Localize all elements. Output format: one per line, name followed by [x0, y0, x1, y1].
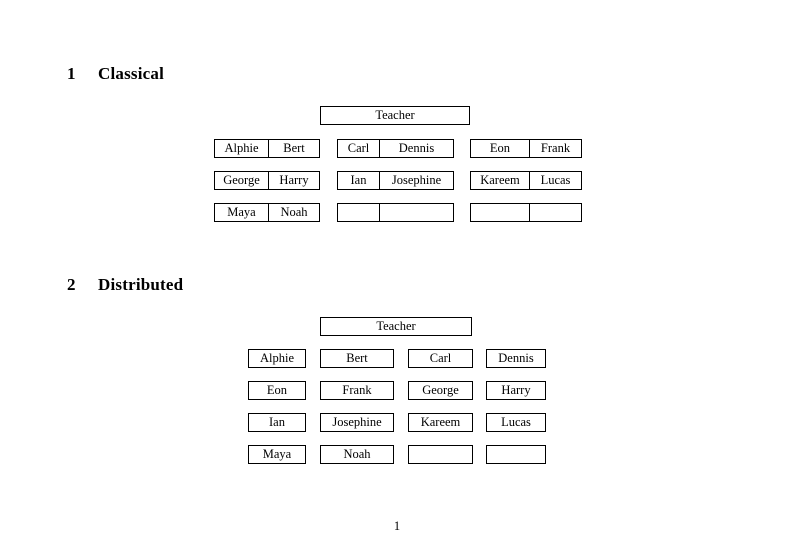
teacher-box-distributed: Teacher [320, 317, 472, 336]
seat-box-empty [486, 445, 546, 464]
seat-box: Kareem [408, 413, 473, 432]
section-heading-distributed: 2 Distributed [67, 275, 183, 295]
seat-box: Eon [248, 381, 306, 400]
seat-box: Maya [248, 445, 306, 464]
seat-pair-group-empty [470, 203, 582, 222]
page-number: 1 [393, 519, 401, 533]
seat-cell-empty [529, 204, 581, 221]
seat-cell-empty [471, 204, 529, 221]
seat-pair-group-empty [337, 203, 454, 222]
seat-box: Lucas [486, 413, 546, 432]
seat-box: Harry [486, 381, 546, 400]
seat-box-empty [408, 445, 473, 464]
seat-cell-empty [379, 204, 453, 221]
seat-cell: Kareem [480, 173, 520, 187]
seat-box: Frank [320, 381, 394, 400]
seat-cell: Maya [227, 205, 256, 219]
seat-pair-group: Ian Josephine [337, 171, 454, 190]
seat-box: George [408, 381, 473, 400]
seat-pair-group: Maya Noah [214, 203, 320, 222]
seat-cell: Harry [268, 172, 319, 189]
seat-pair-group: George Harry [214, 171, 320, 190]
seat-pair-group: Eon Frank [470, 139, 582, 158]
seat-box: Ian [248, 413, 306, 432]
section-number: 2 [67, 275, 76, 294]
seat-cell: Carl [347, 141, 370, 155]
seat-box: Carl [408, 349, 473, 368]
seat-cell: Noah [268, 204, 319, 221]
seat-box: Bert [320, 349, 394, 368]
seat-cell: Dennis [379, 140, 453, 157]
seat-cell: Lucas [529, 172, 581, 189]
seat-pair-group: Alphie Bert [214, 139, 320, 158]
seat-cell: Ian [350, 173, 367, 187]
seat-cell: George [223, 173, 260, 187]
seat-cell: Bert [268, 140, 319, 157]
seat-cell: Eon [489, 141, 511, 155]
section-number: 1 [67, 64, 76, 83]
seat-cell: Josephine [379, 172, 453, 189]
seat-box: Noah [320, 445, 394, 464]
section-title: Classical [98, 64, 165, 83]
seat-pair-group: Kareem Lucas [470, 171, 582, 190]
section-heading-classical: 1 Classical [67, 64, 164, 84]
section-title: Distributed [98, 275, 184, 294]
seat-box: Josephine [320, 413, 394, 432]
seat-box: Dennis [486, 349, 546, 368]
seat-cell-empty [338, 204, 379, 221]
seat-cell: Frank [529, 140, 581, 157]
seat-cell: Alphie [224, 141, 259, 155]
teacher-box-classical: Teacher [320, 106, 470, 125]
seat-box: Alphie [248, 349, 306, 368]
seat-pair-group: Carl Dennis [337, 139, 454, 158]
